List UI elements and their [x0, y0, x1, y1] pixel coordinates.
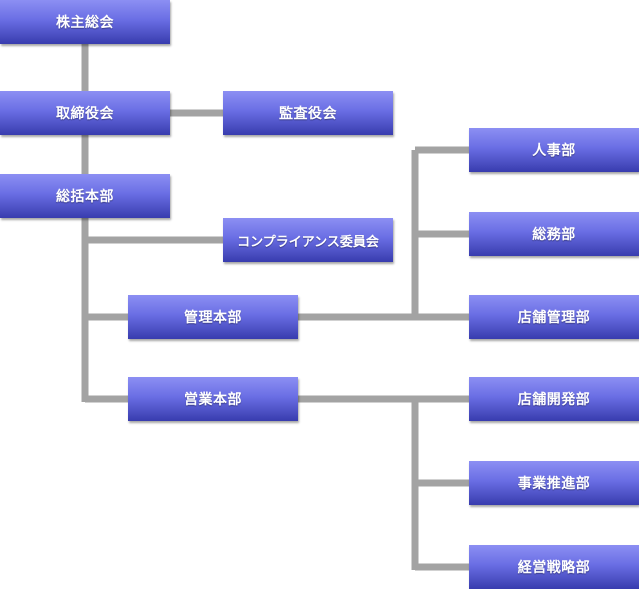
shareholders-meeting-box: 株主総会 — [0, 0, 170, 44]
administration-division-box: 管理本部 — [128, 295, 298, 339]
store-management-label: 店舗管理部 — [517, 310, 591, 326]
board-of-directors-label: 取締役会 — [56, 106, 114, 122]
business-strategy-label: 経営戦略部 — [517, 560, 591, 576]
business-strategy-box: 経営戦略部 — [469, 545, 639, 589]
store-development-box: 店舗開発部 — [469, 377, 639, 421]
shareholders-meeting-label: 株主総会 — [56, 15, 114, 31]
human-resources-label: 人事部 — [532, 143, 576, 159]
store-management-box: 店舗管理部 — [469, 295, 639, 339]
sales-division-label: 営業本部 — [184, 392, 242, 408]
board-of-directors-box: 取締役会 — [0, 91, 170, 135]
compliance-committee-box: コンプライアンス委員会 — [223, 218, 393, 262]
general-headquarters-label: 総括本部 — [56, 189, 114, 205]
business-promotion-box: 事業推進部 — [469, 461, 639, 505]
business-promotion-label: 事業推進部 — [517, 476, 591, 492]
administration-division-label: 管理本部 — [184, 310, 242, 326]
compliance-committee-label: コンプライアンス委員会 — [237, 234, 379, 250]
store-development-label: 店舗開発部 — [517, 392, 591, 408]
general-affairs-label: 総務部 — [532, 227, 576, 243]
general-headquarters-box: 総括本部 — [0, 174, 170, 218]
general-affairs-box: 総務部 — [469, 212, 639, 256]
sales-division-box: 営業本部 — [128, 377, 298, 421]
audit-committee-box: 監査役会 — [223, 91, 393, 135]
human-resources-box: 人事部 — [469, 128, 639, 172]
audit-committee-label: 監査役会 — [279, 106, 337, 122]
